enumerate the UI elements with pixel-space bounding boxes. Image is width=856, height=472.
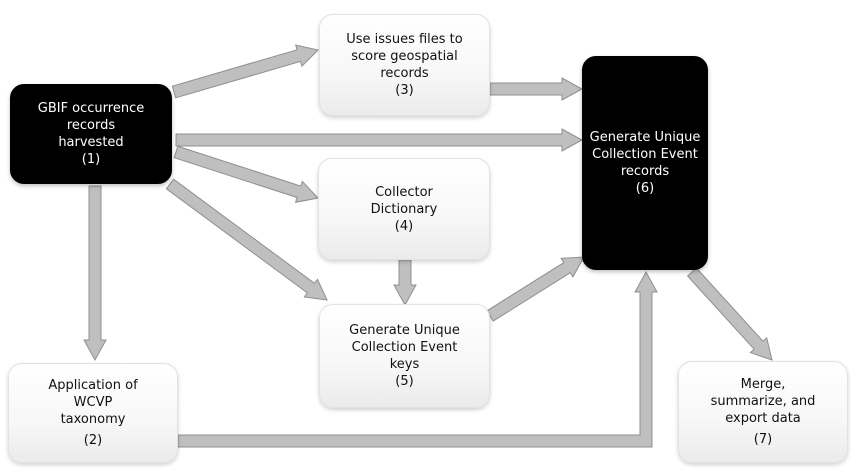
arrow-n3-to-n6 — [489, 77, 584, 101]
node-4-line-2: Dictionary — [370, 201, 438, 217]
node-collector-dictionary: Collector Dictionary (4) — [318, 158, 490, 260]
node-2-line-2: WCVP — [73, 395, 113, 410]
node-6-line-2: Collection Event — [592, 147, 698, 162]
node-5-number: (5) — [395, 374, 414, 389]
arrow-n5-to-n6 — [486, 256, 585, 322]
node-5-line-1: Generate Unique — [349, 323, 460, 338]
node-2-number: (2) — [83, 433, 103, 448]
arrow-n1-to-n2 — [83, 185, 107, 362]
node-3-line-2: score geospatial — [351, 49, 458, 64]
arrow-n4-to-n5 — [393, 259, 417, 307]
node-2-line-1: Application of — [48, 378, 138, 393]
node-score-geospatial: Use issues files to score geospatial rec… — [319, 14, 490, 116]
node-3-line-3: records — [380, 66, 429, 81]
node-3-line-1: Use issues files to — [346, 32, 463, 47]
node-4-number: (4) — [394, 218, 414, 234]
node-wcvp-taxonomy: Application of WCVP taxonomy (2) — [8, 363, 178, 463]
node-6-line-1: Generate Unique — [589, 130, 701, 145]
node-7-line-1: Merge, — [740, 377, 786, 392]
node-1-line-2: records — [66, 118, 116, 133]
arrow-n1-to-n3 — [171, 44, 319, 99]
node-1-number: (1) — [81, 152, 101, 167]
node-1-line-3: harvested — [58, 135, 124, 150]
node-5-line-3: keys — [389, 357, 420, 372]
node-6-line-3: records — [620, 164, 670, 179]
node-collection-event-records: Generate Unique Collection Event records… — [582, 56, 708, 270]
arrow-n6-to-n7 — [686, 267, 773, 361]
arrow-n1-to-n6 — [175, 128, 584, 152]
node-7-line-3: export data — [725, 411, 801, 426]
node-6-number: (6) — [635, 181, 655, 196]
arrow-n1-to-n5 — [165, 178, 328, 301]
node-collection-event-keys: Generate Unique Collection Event keys (5… — [319, 304, 490, 408]
node-merge-export: Merge, summarize, and export data (7) — [678, 361, 848, 463]
node-1-line-1: GBIF occurrence — [37, 101, 145, 116]
node-2-line-3: taxonomy — [60, 412, 126, 427]
node-3-number: (3) — [395, 83, 414, 98]
node-5-line-2: Collection Event — [351, 340, 458, 355]
arrow-n1-to-n4 — [173, 145, 319, 203]
node-gbif-harvest: GBIF occurrence records harvested (1) — [10, 84, 172, 184]
node-4-line-1: Collector — [375, 184, 433, 200]
node-7-line-2: summarize, and — [710, 394, 816, 409]
arrow-n2-to-n6 — [177, 270, 658, 448]
node-7-number: (7) — [753, 432, 773, 447]
